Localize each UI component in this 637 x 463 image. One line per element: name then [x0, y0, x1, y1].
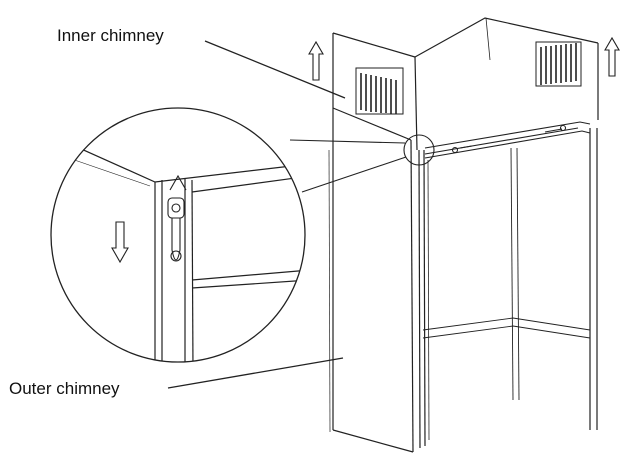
detail-connector-line — [301, 156, 407, 193]
detail-reference-circle — [403, 134, 435, 166]
mounting-bracket — [424, 121, 591, 159]
keyhole-slot-icon — [167, 174, 187, 262]
up-arrow-icon — [308, 40, 324, 81]
outer-chimney — [328, 107, 414, 453]
outer-chimney-label: Outer chimney — [9, 379, 120, 398]
vent-grille-icon — [355, 67, 404, 115]
inner-chimney-top-rim — [332, 32, 416, 58]
down-arrow-icon — [111, 221, 129, 264]
magnified-detail — [50, 107, 306, 363]
inner-chimney — [332, 17, 599, 449]
vent-grille-icon — [535, 41, 582, 87]
inner-chimney-leader — [204, 40, 346, 99]
up-arrow-icon — [604, 36, 620, 77]
inner-chimney-label: Inner chimney — [57, 26, 164, 45]
inner-chimney-top-rim-right — [414, 17, 599, 58]
detail-connector-line — [289, 139, 406, 144]
outer-chimney-leader — [167, 357, 344, 389]
